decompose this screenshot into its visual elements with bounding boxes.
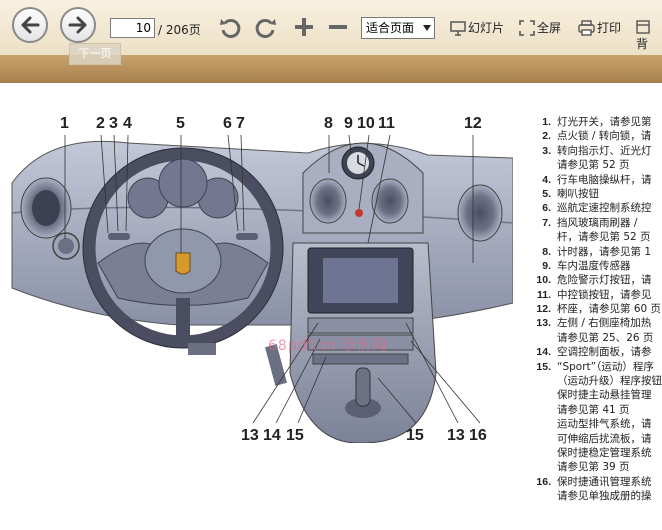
zoom-out-icon[interactable] <box>326 15 350 39</box>
back-button[interactable] <box>12 7 48 43</box>
fullscreen-icon <box>519 19 535 36</box>
chevron-down-icon <box>423 25 431 31</box>
arrow-left-icon <box>21 16 40 34</box>
legend-item: 7.挡风玻璃雨刷器 / <box>542 216 638 229</box>
legend-item: 5.喇叭按钮 <box>542 187 599 200</box>
callout-label: 14 <box>263 427 281 444</box>
page-total-label: / 206页 <box>158 23 201 37</box>
legend-item: 请参见第 25、26 页 <box>557 331 654 344</box>
callout-label: 8 <box>324 115 333 132</box>
slideshow-icon <box>450 20 466 36</box>
callout-label: 4 <box>123 115 132 132</box>
background-icon <box>636 20 650 34</box>
legend-item: 请参见第 52 页 <box>557 159 630 172</box>
legend-item: 3.转向指示灯、近光灯 <box>542 144 652 157</box>
zoom-select-value: 适合页面 <box>366 21 415 35</box>
legend-item: 保时捷稳定管理系统 <box>557 446 652 459</box>
callout-label: 7 <box>236 115 245 132</box>
legend-item: 16.保时捷通讯管理系统 <box>536 475 652 488</box>
legend-item: 请参见单独成册的操 <box>557 490 652 503</box>
callout-label: 15 <box>406 427 424 444</box>
slideshow-label: 幻灯片 <box>468 21 505 35</box>
callout-label: 9 <box>344 115 353 132</box>
legend-item: （运动升级）程序按钮 <box>557 375 662 388</box>
arrow-right-icon <box>68 16 87 34</box>
background-button[interactable]: 背 <box>636 19 662 51</box>
fullscreen-label: 全屏 <box>537 21 562 35</box>
legend-item: 10.危险警示灯按钮，请 <box>536 274 652 287</box>
document-page: 1 2 3 4 5 6 7 8 9 10 11 12 13 14 15 15 1… <box>0 83 662 530</box>
rotate-right-icon[interactable] <box>252 15 278 41</box>
legend-item: 1.灯光开关，请参见第 <box>542 116 652 128</box>
callout-label: 2 <box>96 115 105 132</box>
zoom-select[interactable]: 适合页面 <box>361 17 435 39</box>
nav-tooltip: 下一页 <box>69 43 121 65</box>
printer-icon <box>578 19 595 36</box>
callout-label: 13 <box>241 427 259 444</box>
legend-item: 9.车内温度传感器 <box>542 259 631 272</box>
dashboard-illustration <box>11 134 513 443</box>
legend-item: 请参见第 41 页 <box>557 403 630 416</box>
callout-label: 3 <box>109 115 118 132</box>
forward-button[interactable] <box>60 7 96 43</box>
legend-item: 4.行车电脑操纵杆，请 <box>542 173 652 186</box>
slideshow-button[interactable]: 幻灯片 <box>450 19 504 39</box>
legend-item: 12.杯座，请参见第 60 页 <box>536 303 662 316</box>
legend-item: 15.“Sport”（运动）程序 <box>536 360 654 373</box>
legend-list: 1.灯光开关，请参见第 2.点火锁 / 转向锁，请 3.转向指示灯、近光灯 请参… <box>528 115 662 504</box>
watermark-text: 68pdf.cn 示例网 <box>268 338 387 354</box>
callout-label: 16 <box>469 427 487 444</box>
legend-item: 13.左侧 / 右侧座椅加热 <box>536 317 652 330</box>
background-label: 背 <box>636 37 649 51</box>
callout-label: 11 <box>378 115 395 132</box>
callout-label: 13 <box>447 427 465 444</box>
callout-label: 15 <box>286 427 304 444</box>
legend-item: 6.巡航定速控制系统控 <box>542 202 652 215</box>
legend-item: 8.计时器，请参见第 1 <box>542 245 652 258</box>
callout-label: 12 <box>464 115 482 132</box>
callout-label: 6 <box>223 115 232 132</box>
callout-label: 10 <box>357 115 375 132</box>
print-button[interactable]: 打印 <box>578 19 621 39</box>
legend-item: 请参见第 39 页 <box>557 461 630 474</box>
legend-item: 杆，请参见第 52 页 <box>557 231 651 244</box>
callout-label: 1 <box>60 115 69 132</box>
legend-item: 11.中控锁按钮，请参见 <box>536 288 652 301</box>
fullscreen-button[interactable]: 全屏 <box>519 19 561 39</box>
callout-label: 5 <box>176 115 185 132</box>
legend-item: 保时捷主动悬挂管理 <box>557 389 652 402</box>
page-number-input[interactable] <box>110 18 155 38</box>
legend-item: 运动型排气系统，请 <box>557 418 652 431</box>
legend-item: 14.空调控制面板，请参 <box>536 346 652 359</box>
rotate-left-icon[interactable] <box>218 15 244 41</box>
zoom-in-icon[interactable] <box>292 15 316 39</box>
print-label: 打印 <box>597 21 622 35</box>
legend-item: 可伸缩后扰流板，请 <box>557 432 652 445</box>
legend-item: 2.点火锁 / 转向锁，请 <box>542 130 652 143</box>
